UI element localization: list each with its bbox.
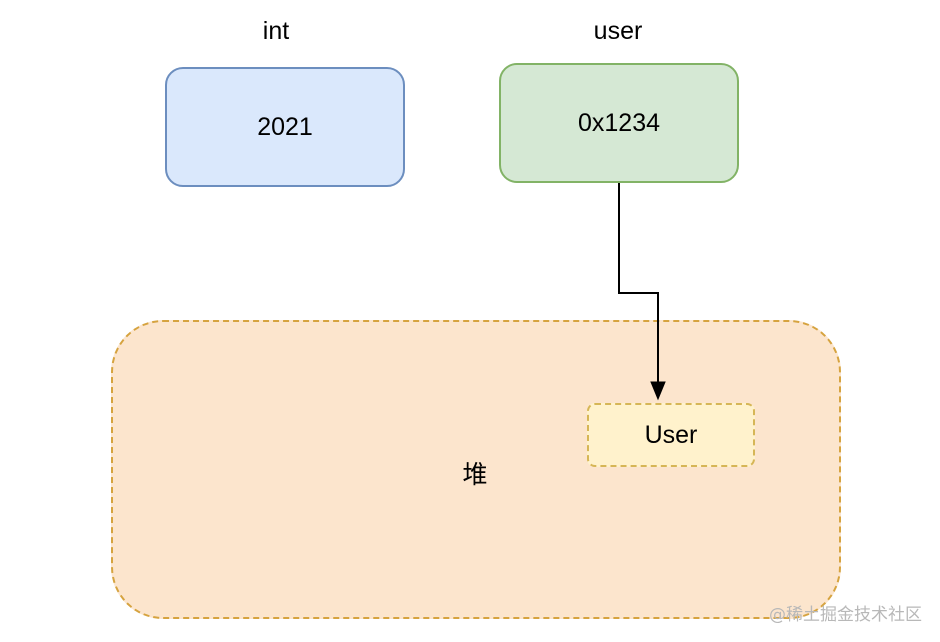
heap-user-object: User <box>587 403 755 467</box>
heap-label: 堆 <box>462 460 488 489</box>
variable-name-label-user: user <box>593 17 643 45</box>
watermark: @稀土掘金技术社区 <box>769 605 922 625</box>
heap-region <box>111 320 841 619</box>
int-variable-value: 2021 <box>257 112 313 141</box>
int-variable-box: 2021 <box>165 67 405 187</box>
heap-user-object-label: User <box>644 420 698 449</box>
variable-type-label-int: int <box>262 17 290 45</box>
user-variable-box: 0x1234 <box>499 63 739 183</box>
user-variable-value: 0x1234 <box>577 108 661 137</box>
